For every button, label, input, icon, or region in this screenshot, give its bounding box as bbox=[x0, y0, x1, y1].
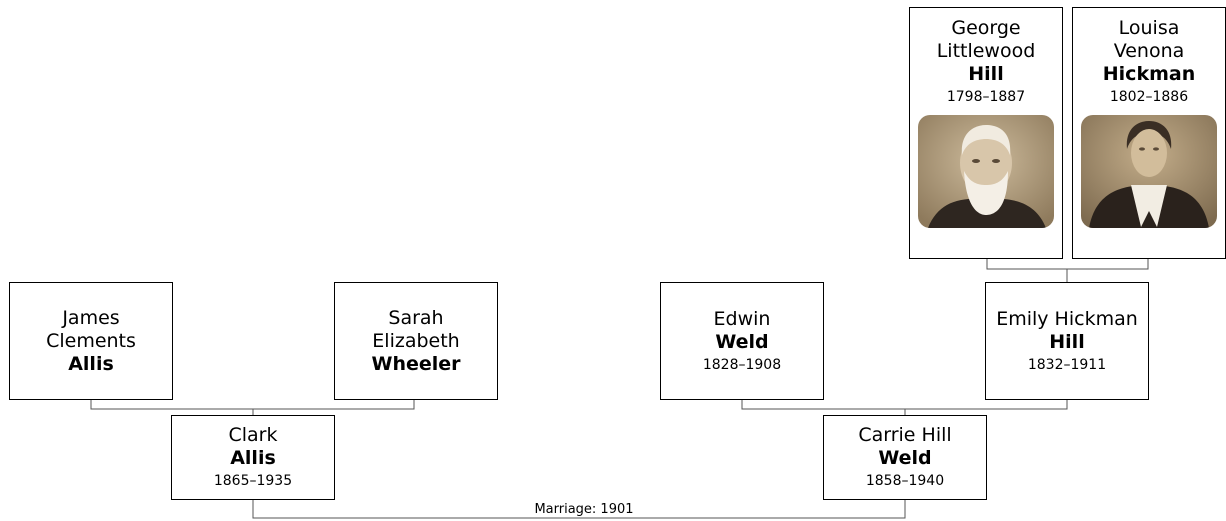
given-name: Sarah bbox=[388, 306, 444, 329]
life-dates: 1858–1940 bbox=[865, 473, 945, 489]
life-dates: 1828–1908 bbox=[702, 356, 782, 373]
given-name: Clark bbox=[228, 424, 278, 446]
surname: Allis bbox=[68, 352, 114, 375]
surname: Wheeler bbox=[371, 352, 461, 375]
life-dates: 1802–1886 bbox=[1109, 89, 1189, 105]
portrait-photo bbox=[1081, 115, 1217, 228]
surname: Hill bbox=[968, 63, 1004, 85]
given-name: Clements bbox=[46, 329, 136, 352]
person-card-edwin-weld[interactable]: Edwin Weld 1828–1908 bbox=[660, 282, 824, 400]
connector-marriage bbox=[252, 500, 906, 519]
given-name: Elizabeth bbox=[372, 329, 460, 352]
connector-hill-hickman bbox=[986, 258, 1149, 282]
connector-allis-wheeler bbox=[90, 400, 415, 415]
surname: Weld bbox=[715, 330, 769, 353]
person-card-george-hill[interactable]: George Littlewood Hill 1798–1887 bbox=[909, 7, 1063, 259]
given-name: Louisa bbox=[1118, 17, 1180, 39]
life-dates: 1832–1911 bbox=[1027, 356, 1107, 373]
connector-weld-hill bbox=[741, 400, 1068, 415]
given-name: Venona bbox=[1113, 40, 1185, 62]
given-name: Edwin bbox=[713, 307, 771, 330]
given-name: Littlewood bbox=[936, 40, 1036, 62]
life-dates: 1865–1935 bbox=[213, 473, 293, 489]
life-dates: 1798–1887 bbox=[946, 89, 1026, 105]
person-card-sarah-wheeler[interactable]: Sarah Elizabeth Wheeler bbox=[334, 282, 498, 400]
person-card-louisa-hickman[interactable]: Louisa Venona Hickman 1802–1886 bbox=[1072, 7, 1226, 259]
surname: Allis bbox=[230, 447, 276, 469]
marriage-label: Marriage: 1901 bbox=[534, 502, 634, 517]
surname: Hickman bbox=[1102, 63, 1196, 85]
person-card-clark-allis[interactable]: Clark Allis 1865–1935 bbox=[171, 415, 335, 500]
portrait-photo bbox=[918, 115, 1054, 228]
person-card-emily-hill[interactable]: Emily Hickman Hill 1832–1911 bbox=[985, 282, 1149, 400]
given-name: Emily Hickman bbox=[996, 307, 1138, 330]
given-name: George bbox=[951, 17, 1021, 39]
given-name: Carrie Hill bbox=[858, 424, 952, 446]
person-card-james-allis[interactable]: James Clements Allis bbox=[9, 282, 173, 400]
surname: Hill bbox=[1049, 330, 1085, 353]
given-name: James bbox=[62, 306, 120, 329]
person-card-carrie-weld[interactable]: Carrie Hill Weld 1858–1940 bbox=[823, 415, 987, 500]
surname: Weld bbox=[878, 447, 932, 469]
